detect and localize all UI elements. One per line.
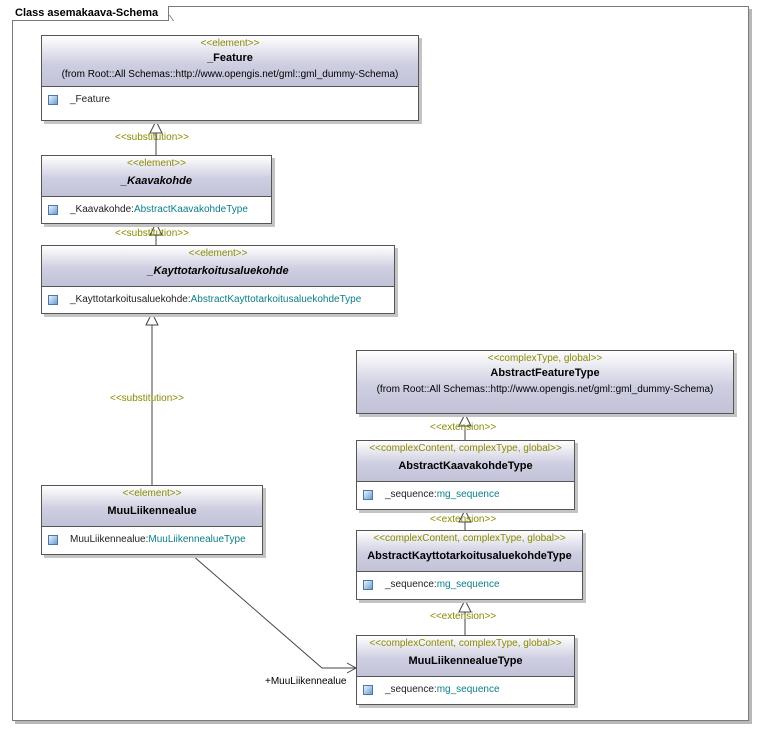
- extension-label-3: <<extension>>: [430, 611, 497, 622]
- generalization-arrow-4: [458, 412, 472, 427]
- kayttotarkoitus-header: <<element>> _Kayttotarkoitusaluekohde: [42, 246, 394, 287]
- attribute-icon: [363, 685, 373, 695]
- attribute-name: _sequence:: [385, 684, 437, 695]
- abstractkayttotype-attributes: _sequence:mg_sequence: [357, 572, 582, 592]
- kayttotarkoitus-name: _Kayttotarkoitusaluekohde: [147, 265, 289, 277]
- kayttotarkoitus-element-box[interactable]: <<element>> _Kayttotarkoitusaluekohde _K…: [41, 245, 395, 314]
- attribute-name: MuuLiikennealue:: [70, 534, 149, 545]
- kaavakohde-attributes: _Kaavakohde:AbstractKaavakohdeType: [42, 197, 271, 217]
- feature-from: (from Root::All Schemas::http://www.open…: [61, 69, 399, 80]
- attribute-name: _Kaavakohde:: [70, 204, 134, 215]
- feature-name: _Feature: [207, 52, 253, 64]
- kaavakohde-header: <<element>> _Kaavakohde: [42, 156, 271, 197]
- generalization-arrow-6: [458, 598, 472, 613]
- generalization-arrow-3: [145, 311, 159, 326]
- attribute-type: mg_sequence: [436, 489, 500, 500]
- attribute-icon: [363, 580, 373, 590]
- abstractfeaturetype-box[interactable]: <<complexType, global>> AbstractFeatureT…: [356, 350, 734, 414]
- feature-attribute[interactable]: _Feature: [48, 93, 412, 107]
- kaavakohde-stereotype: <<element>>: [127, 158, 186, 169]
- muuliikennealue-name: MuuLiikennealue: [107, 505, 197, 517]
- abstractkayttotype-box[interactable]: <<complexContent, complexType, global>> …: [356, 530, 583, 600]
- abstractkaavakohdetype-box[interactable]: <<complexContent, complexType, global>> …: [356, 440, 575, 510]
- substitution-label-3: <<substitution>>: [110, 393, 184, 404]
- abstractkayttotype-attribute[interactable]: _sequence:mg_sequence: [363, 578, 576, 592]
- feature-stereotype: <<element>>: [200, 38, 260, 49]
- abstractkaavakohdetype-stereotype: <<complexContent, complexType, global>>: [369, 443, 562, 454]
- attribute-type: AbstractKayttotarkoitusaluekohdeType: [190, 294, 362, 305]
- muuliikennealuetype-name: MuuLiikennealueType: [408, 655, 523, 667]
- generalization-arrow-1: [149, 119, 163, 134]
- abstractfeaturetype-name: AbstractFeatureType: [490, 367, 600, 379]
- feature-element-box[interactable]: <<element>> _Feature (from Root::All Sch…: [41, 35, 419, 121]
- muuliikennealuetype-attribute[interactable]: _sequence:mg_sequence: [363, 683, 568, 697]
- kayttotarkoitus-attribute[interactable]: _Kayttotarkoitusaluekohde:AbstractKaytto…: [48, 293, 388, 307]
- muuliikennealue-header: <<element>> MuuLiikennealue: [42, 486, 262, 527]
- attribute-type: mg_sequence: [436, 579, 500, 590]
- abstractkaavakohdetype-attributes: _sequence:mg_sequence: [357, 482, 574, 502]
- feature-attributes: _Feature: [42, 87, 418, 107]
- muuliikennealue-element-box[interactable]: <<element>> MuuLiikennealue MuuLiikennea…: [41, 485, 263, 555]
- attribute-name: _sequence:: [385, 489, 437, 500]
- muuliikennealue-stereotype: <<element>>: [122, 488, 182, 499]
- attribute-icon: [48, 205, 58, 215]
- muuliikennealuetype-attributes: _sequence:mg_sequence: [357, 677, 574, 697]
- substitution-label-1: <<substitution>>: [115, 132, 189, 143]
- kayttotarkoitus-stereotype: <<element>>: [188, 248, 248, 259]
- muuliikennealue-attribute[interactable]: MuuLiikennealue:MuuLiikennealueType: [48, 533, 256, 547]
- abstractkaavakohdetype-name: AbstractKaavakohdeType: [398, 460, 533, 472]
- generalization-arrow-5: [458, 508, 472, 523]
- attribute-name: _Feature: [70, 94, 111, 105]
- attribute-icon: [48, 535, 58, 545]
- kayttotarkoitus-attributes: _Kayttotarkoitusaluekohde:AbstractKaytto…: [42, 287, 394, 307]
- attribute-type: mg_sequence: [436, 684, 500, 695]
- association-role-label: +MuuLiikennealue: [265, 676, 347, 687]
- abstractkayttotype-header: <<complexContent, complexType, global>> …: [357, 531, 582, 572]
- feature-header: <<element>> _Feature (from Root::All Sch…: [42, 36, 418, 87]
- generalization-arrow-2: [149, 221, 163, 236]
- association-line: [191, 554, 355, 669]
- kaavakohde-attribute[interactable]: _Kaavakohde:AbstractKaavakohdeType: [48, 203, 265, 217]
- muuliikennealue-attributes: MuuLiikennealue:MuuLiikennealueType: [42, 527, 262, 547]
- attribute-name: _sequence:: [385, 579, 437, 590]
- diagram-title: Class asemakaava-Schema: [12, 6, 170, 21]
- substitution-label-2: <<substitution>>: [115, 228, 189, 239]
- attribute-name: _Kayttotarkoitusaluekohde:: [70, 294, 191, 305]
- muuliikennealuetype-header: <<complexContent, complexType, global>> …: [357, 636, 574, 677]
- abstractkayttotype-name: AbstractKayttotarkoitusaluekohdeType: [367, 550, 572, 562]
- kaavakohde-element-box[interactable]: <<element>> _Kaavakohde _Kaavakohde:Abst…: [41, 155, 272, 224]
- attribute-type: AbstractKaavakohdeType: [133, 204, 248, 215]
- kaavakohde-name: _Kaavakohde: [121, 175, 192, 187]
- abstractfeaturetype-from: (from Root::All Schemas::http://www.open…: [376, 384, 714, 395]
- attribute-icon: [363, 490, 373, 500]
- attribute-type: MuuLiikennealueType: [148, 534, 246, 545]
- abstractfeaturetype-header: <<complexType, global>> AbstractFeatureT…: [357, 351, 733, 413]
- abstractkayttotype-stereotype: <<complexContent, complexType, global>>: [373, 533, 566, 544]
- abstractkaavakohdetype-header: <<complexContent, complexType, global>> …: [357, 441, 574, 482]
- attribute-icon: [48, 95, 58, 105]
- abstractfeaturetype-stereotype: <<complexType, global>>: [487, 353, 603, 364]
- abstractkaavakohdetype-attribute[interactable]: _sequence:mg_sequence: [363, 488, 568, 502]
- extension-label-1: <<extension>>: [430, 422, 497, 433]
- muuliikennealuetype-stereotype: <<complexContent, complexType, global>>: [369, 638, 562, 649]
- attribute-icon: [48, 295, 58, 305]
- muuliikennealuetype-box[interactable]: <<complexContent, complexType, global>> …: [356, 635, 575, 705]
- extension-label-2: <<extension>>: [430, 514, 497, 525]
